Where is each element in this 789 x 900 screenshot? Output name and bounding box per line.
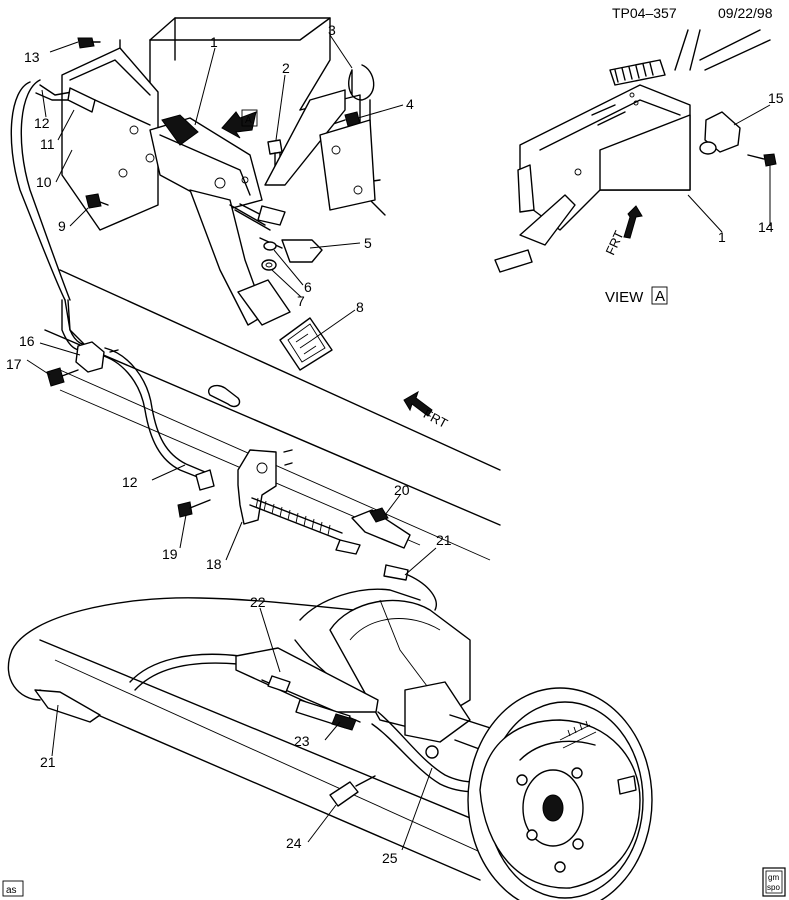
- parking-brake-pedal-assembly: [149, 114, 291, 326]
- callout-25: 25: [382, 850, 398, 866]
- callout-12-lower: 12: [122, 474, 138, 490]
- callout-21-lower: 21: [40, 754, 56, 770]
- callout-2: 2: [282, 60, 290, 76]
- callout-15: 15: [768, 90, 784, 106]
- footer-tag: as: [6, 885, 17, 896]
- frt-arrow-mid: FRT: [403, 390, 450, 431]
- pedal-pad-8: [279, 317, 333, 371]
- release-bracket-3: [264, 89, 376, 211]
- clip-7: [261, 259, 277, 271]
- rear-brake-assembly: [467, 687, 653, 900]
- callout-16: 16: [19, 333, 35, 349]
- callout-19: 19: [162, 546, 178, 562]
- callout-7: 7: [297, 293, 305, 309]
- cable-adjuster-20: [351, 507, 411, 549]
- frt-label-view-a: FRT: [602, 228, 626, 257]
- parking-brake-cable-front: [10, 79, 151, 346]
- bolt-19: [177, 499, 211, 518]
- callout-6: 6: [304, 279, 312, 295]
- callout-18: 18: [206, 556, 222, 572]
- callout-1-main: 1: [210, 34, 218, 50]
- view-a-letter: A: [655, 288, 665, 305]
- callout-5: 5: [364, 235, 372, 251]
- clip-6: [263, 241, 277, 251]
- equalizer-spring: [249, 497, 361, 555]
- callout-numbers: 1 1 2 3 4 5 6 7 8 9 10 11 12 12 13 14 15…: [6, 22, 784, 866]
- callout-8: 8: [356, 299, 364, 315]
- frt-arrow-view-a: FRT: [602, 205, 643, 257]
- callout-3: 3: [328, 22, 336, 38]
- callout-20: 20: [394, 482, 410, 498]
- footer-tag-box: [2, 880, 24, 897]
- drawing-date: 09/22/98: [718, 5, 773, 21]
- callout-10: 10: [36, 174, 52, 190]
- transmission-housing: [294, 588, 591, 791]
- cable-clip-16: [75, 341, 119, 373]
- callout-24: 24: [286, 835, 302, 851]
- callout-4: 4: [406, 96, 414, 112]
- callout-23: 23: [294, 733, 310, 749]
- bolt-24: [329, 775, 376, 807]
- drawing-id: TP04–357: [612, 5, 677, 21]
- callout-leaders: [26, 34, 771, 851]
- cable-connector-21: [383, 564, 437, 611]
- view-a-ref-letter: A: [245, 115, 252, 126]
- equalizer-bracket-18: [195, 449, 293, 525]
- callout-17: 17: [6, 356, 22, 372]
- callout-9: 9: [58, 218, 66, 234]
- callout-22: 22: [250, 594, 266, 610]
- view-a-reference-arrow: A: [221, 109, 258, 139]
- bolt-17: [46, 367, 79, 387]
- callout-14: 14: [758, 219, 774, 235]
- frt-label-mid: FRT: [421, 406, 450, 431]
- bolt-13: [77, 37, 101, 49]
- callout-11: 11: [40, 136, 55, 152]
- gm-spo-logo: gm spo: [762, 867, 786, 897]
- view-a-title: VIEW: [605, 289, 644, 306]
- callout-12-upper: 12: [34, 115, 50, 131]
- release-handle-5: [259, 237, 323, 263]
- view-a-box: [651, 286, 668, 305]
- connector-23: [295, 699, 357, 731]
- parking-brake-mounting-plate: [61, 47, 159, 231]
- callout-21-upper: 21: [436, 532, 452, 548]
- view-a-detail: [494, 29, 777, 273]
- rear-cable-22: [129, 647, 379, 723]
- callout-13: 13: [24, 49, 40, 65]
- logo-top-text: gm: [768, 873, 779, 882]
- bolt-9: [85, 193, 109, 209]
- callout-1-view-a: 1: [718, 229, 726, 245]
- logo-bottom-text: spo: [767, 883, 780, 892]
